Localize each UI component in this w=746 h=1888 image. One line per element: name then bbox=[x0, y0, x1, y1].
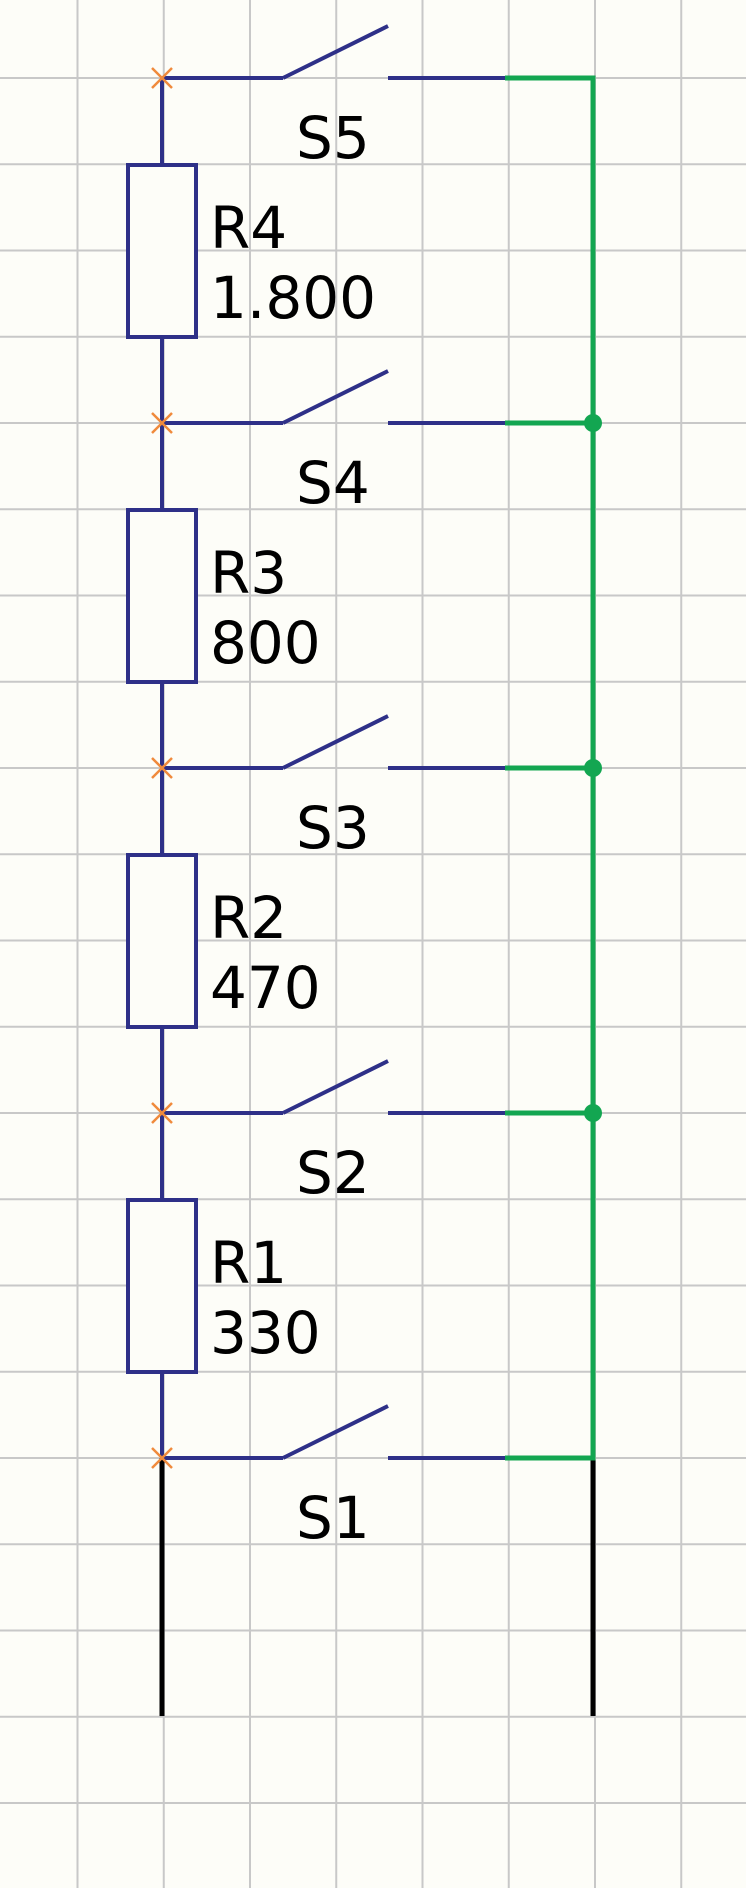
switch-lever bbox=[282, 1404, 389, 1460]
resistor-r4-name: R4 bbox=[210, 194, 287, 262]
terminal-cross-icon bbox=[151, 1447, 173, 1469]
junction-dot bbox=[584, 759, 602, 777]
resistor-r2[interactable]: R2 470 bbox=[126, 853, 321, 1029]
switch-s1-name: S1 bbox=[296, 1484, 370, 1552]
resistor-r1-value: 330 bbox=[210, 1299, 321, 1367]
terminal-cross-icon bbox=[151, 757, 173, 779]
junction-dot bbox=[584, 414, 602, 432]
junction-dot bbox=[584, 1104, 602, 1122]
resistor-r1[interactable]: R1 330 bbox=[126, 1198, 321, 1374]
switch-lever bbox=[282, 714, 389, 770]
switch-s3-name: S3 bbox=[296, 794, 370, 862]
switch-s5-name: S5 bbox=[296, 104, 370, 172]
resistor-r2-value: 470 bbox=[210, 954, 321, 1022]
resistor-body bbox=[126, 508, 198, 684]
switch-s1[interactable]: S1 bbox=[151, 1404, 505, 1552]
switch-lever bbox=[282, 24, 389, 80]
resistor-body bbox=[126, 163, 198, 339]
terminal-cross-icon bbox=[151, 67, 173, 89]
resistor-body bbox=[126, 853, 198, 1029]
switch-s2-name: S2 bbox=[296, 1139, 370, 1207]
resistor-r3-value: 800 bbox=[210, 609, 321, 677]
resistor-r2-name: R2 bbox=[210, 884, 287, 952]
switch-s4-name: S4 bbox=[296, 449, 370, 517]
resistor-body bbox=[126, 1198, 198, 1374]
resistor-r1-name: R1 bbox=[210, 1229, 287, 1297]
resistor-r3[interactable]: R3 800 bbox=[126, 508, 321, 684]
switch-lever bbox=[282, 1059, 389, 1115]
switch-s3[interactable]: S3 bbox=[151, 714, 505, 862]
switch-s2[interactable]: S2 bbox=[151, 1059, 505, 1207]
resistor-r3-name: R3 bbox=[210, 539, 287, 607]
switch-s5[interactable]: S5 bbox=[151, 24, 505, 172]
resistor-r4-value: 1.800 bbox=[210, 264, 376, 332]
switch-s4[interactable]: S4 bbox=[151, 369, 505, 517]
resistor-r4[interactable]: R4 1.800 bbox=[126, 163, 376, 339]
switch-lever bbox=[282, 369, 389, 425]
terminal-cross-icon bbox=[151, 412, 173, 434]
terminal-cross-icon bbox=[151, 1102, 173, 1124]
